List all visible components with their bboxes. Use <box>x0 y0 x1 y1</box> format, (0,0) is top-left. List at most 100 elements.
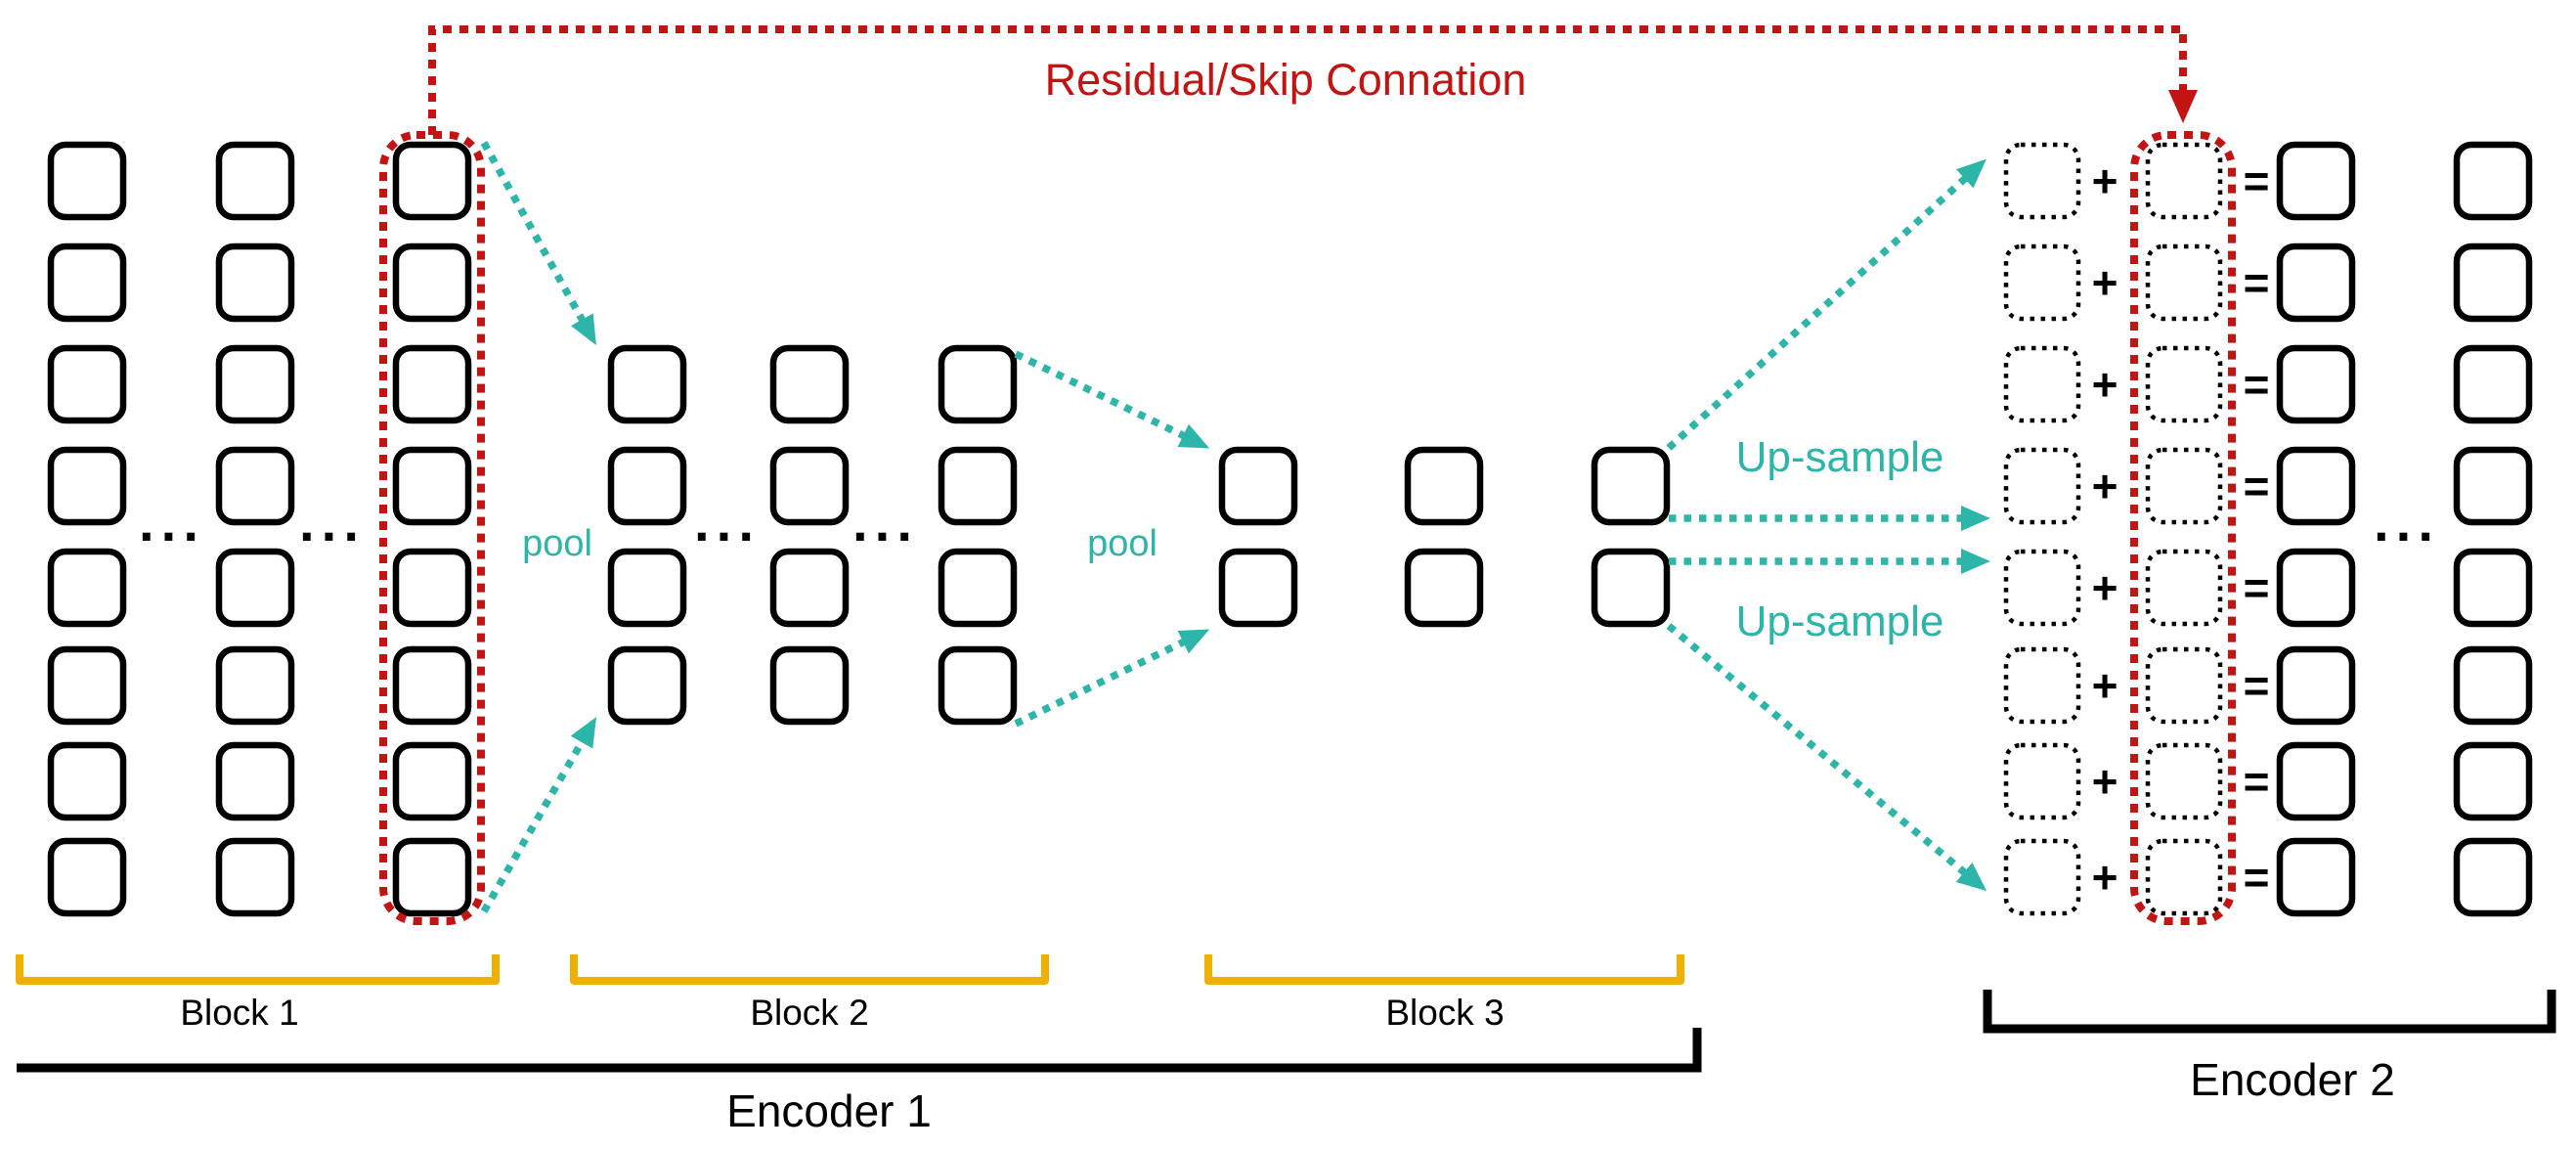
plus-sign: + <box>2092 155 2118 206</box>
block2-square <box>607 645 687 726</box>
ellipsis-dots: ··· <box>299 506 366 567</box>
upsampled-square <box>2003 742 2081 820</box>
skip-source-highlight <box>379 131 485 925</box>
block1-square <box>392 837 472 917</box>
block2-square <box>769 344 850 424</box>
block1-square <box>47 741 127 821</box>
pool1-arrow-bottom <box>480 717 597 913</box>
ellipsis-dots: ··· <box>139 506 205 567</box>
encoder1-label: Encoder 1 <box>726 1085 932 1136</box>
operators-layer: + = + = + = + = + = + = + = + = ··· ··· ··· ··· ··· <box>139 155 2440 903</box>
encoder1-bracket <box>17 1028 1702 1073</box>
block1-square <box>392 141 472 221</box>
block2-square <box>938 344 1018 424</box>
block1-bracket <box>16 954 500 985</box>
skip-column-square <box>2145 549 2223 627</box>
block1-label: Block 1 <box>180 993 298 1033</box>
block3-square <box>1218 548 1298 628</box>
equals-sign: = <box>2244 359 2270 410</box>
skip-column-square <box>2145 742 2223 820</box>
block3-square <box>1591 548 1671 628</box>
ellipsis-dots: ··· <box>852 506 919 567</box>
block2-square <box>607 446 687 526</box>
plus-sign: + <box>2092 852 2118 903</box>
upsampled-square <box>2003 646 2081 725</box>
block3-square <box>1404 548 1484 628</box>
equals-sign: = <box>2244 562 2270 613</box>
output-square-col1 <box>2276 243 2356 323</box>
plus-sign: + <box>2092 359 2118 410</box>
plus-sign: + <box>2092 562 2118 613</box>
block1-square <box>392 344 472 424</box>
pool1-arrow-top <box>480 141 596 345</box>
block2-square <box>607 548 687 628</box>
output-square-col1 <box>2276 741 2356 821</box>
block1-square <box>215 741 295 821</box>
output-square-col2 <box>2453 645 2533 726</box>
equals-sign: = <box>2244 155 2270 206</box>
plus-sign: + <box>2092 660 2118 711</box>
output-square-col1 <box>2276 548 2356 628</box>
pool-label: pool <box>1087 523 1157 564</box>
block2-square <box>938 548 1018 628</box>
skip-column-square <box>2145 345 2223 423</box>
output-square-col1 <box>2276 446 2356 526</box>
pool2-arrow-bottom <box>1014 629 1210 728</box>
skip-column-square <box>2145 838 2223 916</box>
upsampled-square <box>2003 838 2081 916</box>
output-square-col2 <box>2453 837 2533 917</box>
block2-square <box>769 446 850 526</box>
plus-sign: + <box>2092 257 2118 308</box>
block1-square <box>392 243 472 323</box>
ellipsis-dots: ··· <box>694 506 761 567</box>
skip-connection-line <box>428 25 2198 135</box>
block3-bracket <box>1204 954 1684 985</box>
equals-sign: = <box>2244 756 2270 807</box>
upsample-arrow-top <box>1666 158 1987 451</box>
block1-square <box>215 837 295 917</box>
equals-sign: = <box>2244 257 2270 308</box>
upsampled-square <box>2003 142 2081 220</box>
output-square-col2 <box>2453 344 2533 424</box>
output-square-col2 <box>2453 141 2533 221</box>
block1-square <box>47 344 127 424</box>
skip-target-highlight <box>2130 131 2236 925</box>
equals-sign: = <box>2244 660 2270 711</box>
block1-square <box>215 645 295 726</box>
equals-sign: = <box>2244 852 2270 903</box>
block1-square <box>47 548 127 628</box>
block2-label: Block 2 <box>750 993 868 1033</box>
block2-square <box>938 645 1018 726</box>
block1-square <box>392 741 472 821</box>
plus-sign: + <box>2092 756 2118 807</box>
block1-square <box>215 344 295 424</box>
block2-bracket <box>570 954 1049 985</box>
block1-square <box>47 645 127 726</box>
block1-square <box>215 548 295 628</box>
upsample-label: Up-sample <box>1736 597 1944 645</box>
plus-sign: + <box>2092 461 2118 511</box>
block1-square <box>392 446 472 526</box>
block3-square <box>1591 446 1671 526</box>
block1-square <box>47 243 127 323</box>
block3-label: Block 3 <box>1385 993 1504 1033</box>
upsampled-square <box>2003 243 2081 322</box>
skip-column-square <box>2145 142 2223 220</box>
block1-square <box>215 446 295 526</box>
output-square-col1 <box>2276 141 2356 221</box>
pool-label: pool <box>522 523 592 564</box>
output-square-col1 <box>2276 344 2356 424</box>
block1-square <box>392 645 472 726</box>
ellipsis-dots: ··· <box>2374 506 2440 567</box>
upsample-arrow-bottom <box>1666 623 1987 892</box>
encoder2-bracket <box>1983 990 2556 1034</box>
block2-square <box>607 344 687 424</box>
block3-square <box>1218 446 1298 526</box>
equals-sign: = <box>2244 461 2270 511</box>
block1-square <box>392 548 472 628</box>
block3-square <box>1404 446 1484 526</box>
upsampled-square <box>2003 345 2081 423</box>
block1-square <box>47 837 127 917</box>
